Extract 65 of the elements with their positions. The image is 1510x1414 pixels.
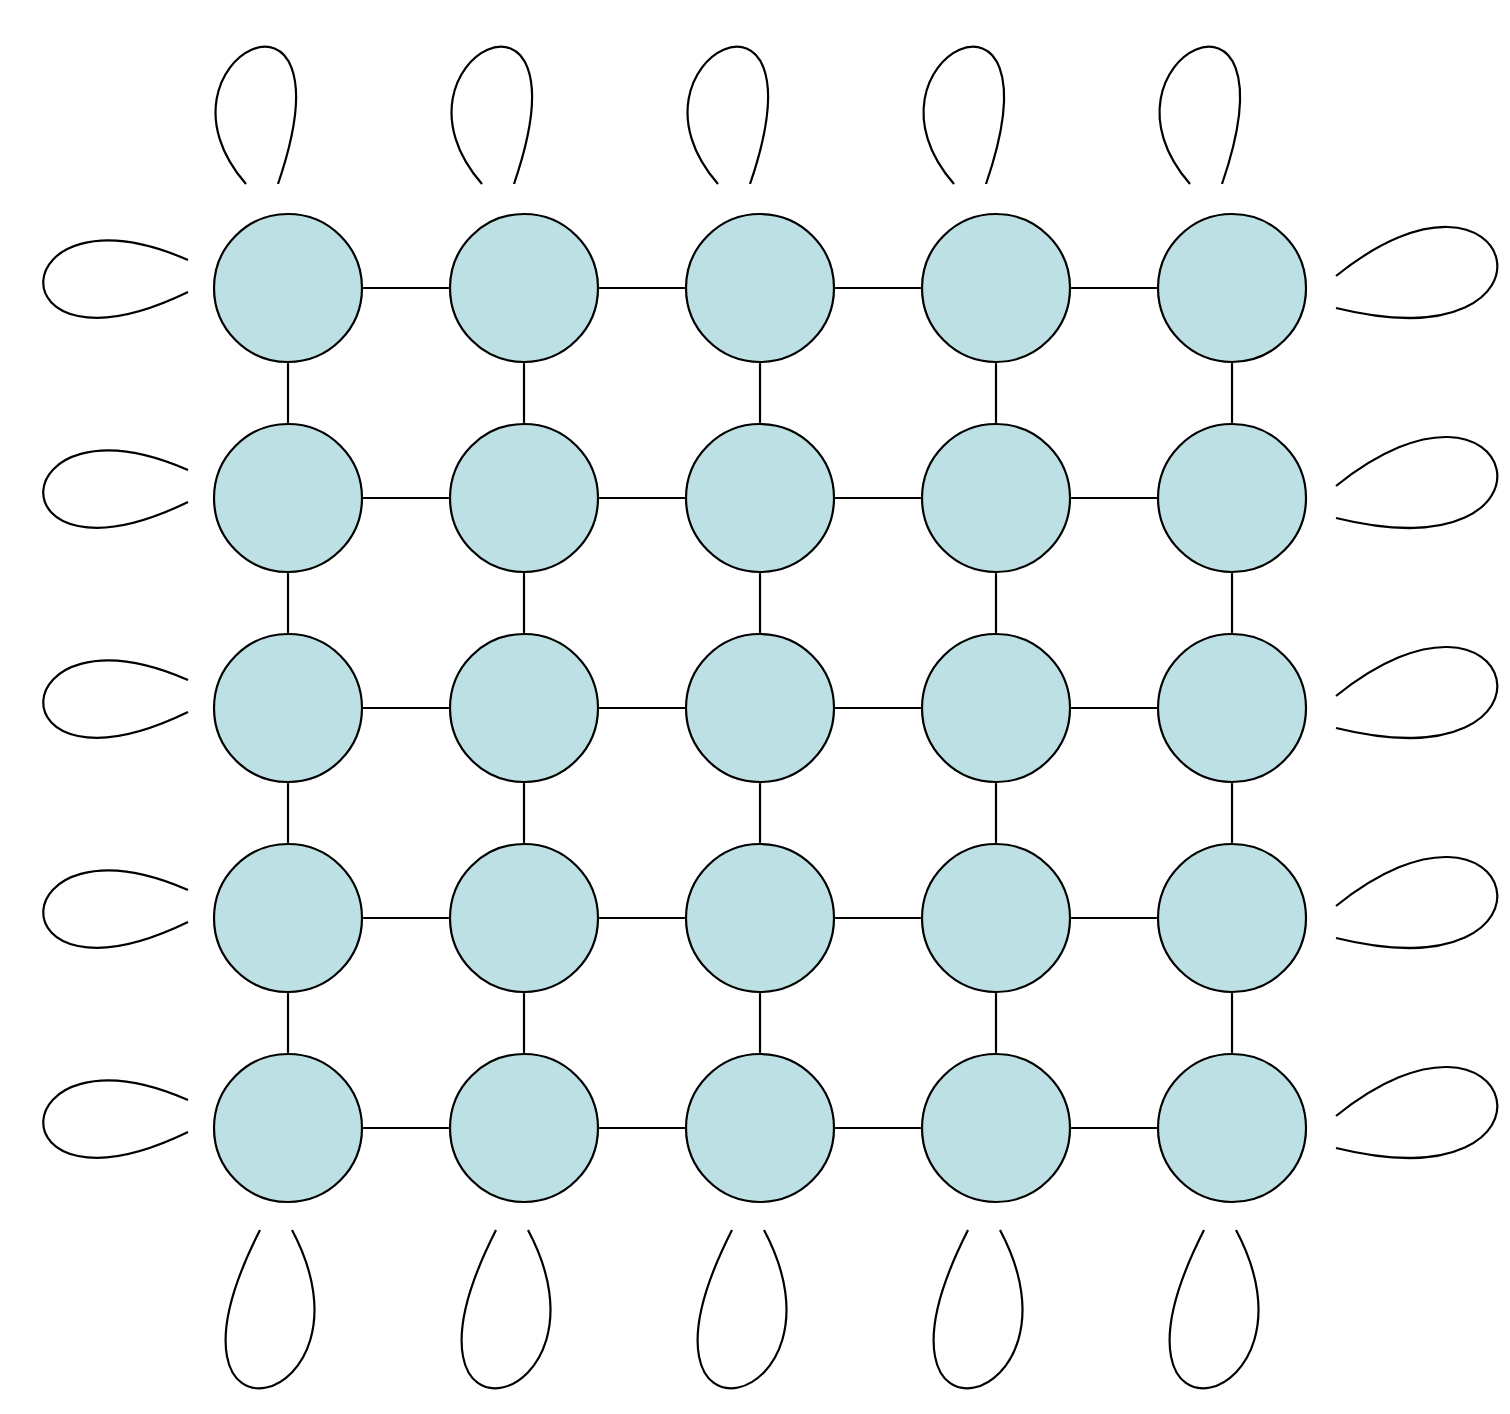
- grid-node: [212, 212, 364, 364]
- connector: [599, 916, 685, 920]
- grid-node: [212, 842, 364, 994]
- connector: [1230, 993, 1234, 1053]
- connector: [522, 363, 526, 423]
- connector: [363, 496, 449, 500]
- connector: [286, 783, 290, 843]
- connector: [599, 286, 685, 290]
- grid-node: [920, 1052, 1072, 1204]
- grid-node: [1156, 632, 1308, 784]
- connector: [522, 993, 526, 1053]
- grid-node: [920, 632, 1072, 784]
- connector: [599, 1126, 685, 1130]
- connector: [835, 496, 921, 500]
- connector: [994, 783, 998, 843]
- connector: [363, 706, 449, 710]
- connector: [363, 286, 449, 290]
- connector: [835, 916, 921, 920]
- connector: [522, 573, 526, 633]
- connector: [363, 1126, 449, 1130]
- connector: [835, 286, 921, 290]
- connector: [758, 363, 762, 423]
- connector: [1071, 1126, 1157, 1130]
- grid-node: [448, 212, 600, 364]
- connector: [835, 706, 921, 710]
- grid-node: [448, 632, 600, 784]
- connector: [286, 363, 290, 423]
- grid-node: [1156, 422, 1308, 574]
- connector: [286, 573, 290, 633]
- grid-node: [1156, 212, 1308, 364]
- connector: [522, 783, 526, 843]
- grid-node: [212, 422, 364, 574]
- connector: [1071, 496, 1157, 500]
- grid-node: [684, 842, 836, 994]
- grid-node: [212, 1052, 364, 1204]
- grid-node: [684, 632, 836, 784]
- connector: [994, 573, 998, 633]
- grid-node: [920, 422, 1072, 574]
- connector: [1071, 286, 1157, 290]
- connector: [599, 496, 685, 500]
- connector: [758, 993, 762, 1053]
- grid-node: [684, 1052, 836, 1204]
- connector: [994, 363, 998, 423]
- connector: [758, 573, 762, 633]
- grid-node: [684, 422, 836, 574]
- connector: [1071, 706, 1157, 710]
- grid-node: [1156, 842, 1308, 994]
- connector: [758, 783, 762, 843]
- connector: [1230, 783, 1234, 843]
- connector: [286, 993, 290, 1053]
- grid-node: [684, 212, 836, 364]
- connector: [1071, 916, 1157, 920]
- connector: [994, 993, 998, 1053]
- grid-node: [920, 212, 1072, 364]
- connector: [1230, 573, 1234, 633]
- connector: [835, 1126, 921, 1130]
- connector: [599, 706, 685, 710]
- grid-node: [448, 842, 600, 994]
- grid-node: [920, 842, 1072, 994]
- connector: [363, 916, 449, 920]
- grid-node: [448, 1052, 600, 1204]
- connector: [1230, 363, 1234, 423]
- grid-node: [448, 422, 600, 574]
- grid-node: [1156, 1052, 1308, 1204]
- grid-node: [212, 632, 364, 784]
